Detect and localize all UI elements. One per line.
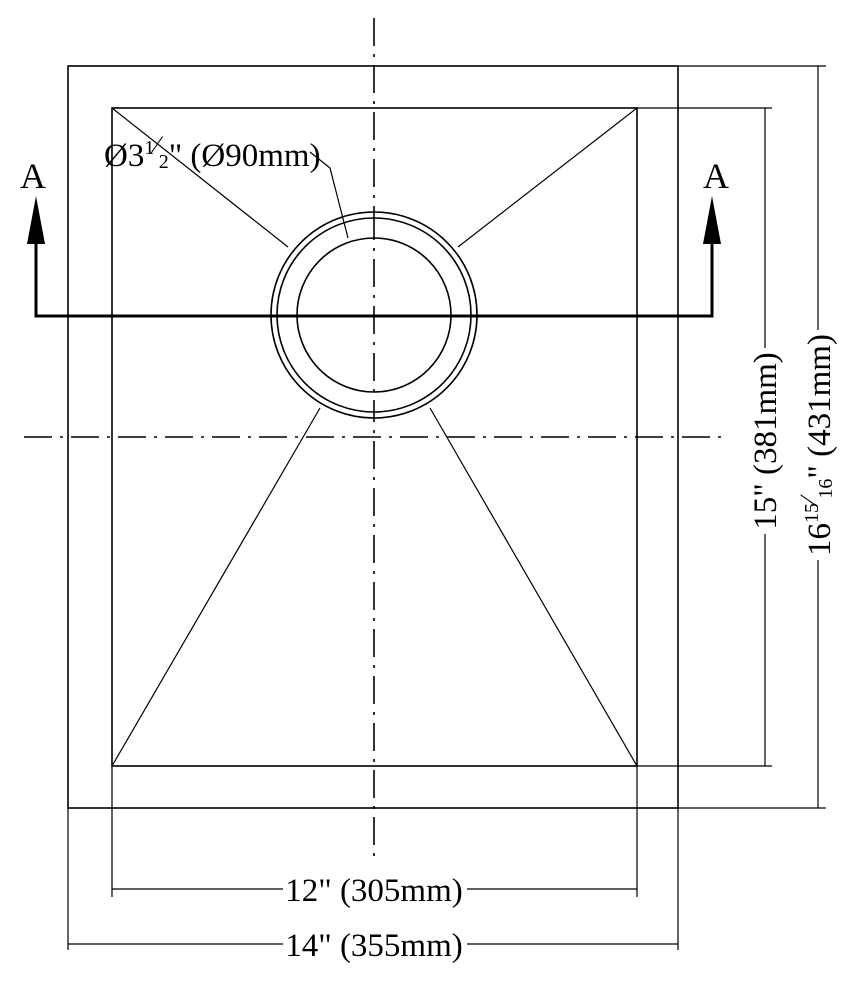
section-arrow-right: [703, 196, 721, 244]
slope-line-top-right: [457, 107, 638, 248]
section-label-right: A: [703, 156, 729, 196]
outer-flange-outline: [67, 65, 679, 809]
section-label-left: A: [20, 156, 46, 196]
outer-width-label: 14" (355mm): [285, 928, 463, 964]
drain-leader-line: [309, 151, 349, 239]
drain-diameter-label: Ø31⁄2" (Ø90mm): [104, 131, 321, 174]
section-arrow-left: [27, 196, 45, 244]
section-line-a-a: [34, 240, 714, 318]
inner-depth-label: 15" (381mm): [748, 352, 784, 530]
inner-bowl-outline: [111, 107, 638, 767]
slope-line-bottom-right: [429, 407, 638, 767]
inner-width-label: 12" (305mm): [285, 873, 463, 909]
slope-line-bottom-left: [111, 407, 321, 767]
slope-line-top-left: [111, 107, 289, 248]
